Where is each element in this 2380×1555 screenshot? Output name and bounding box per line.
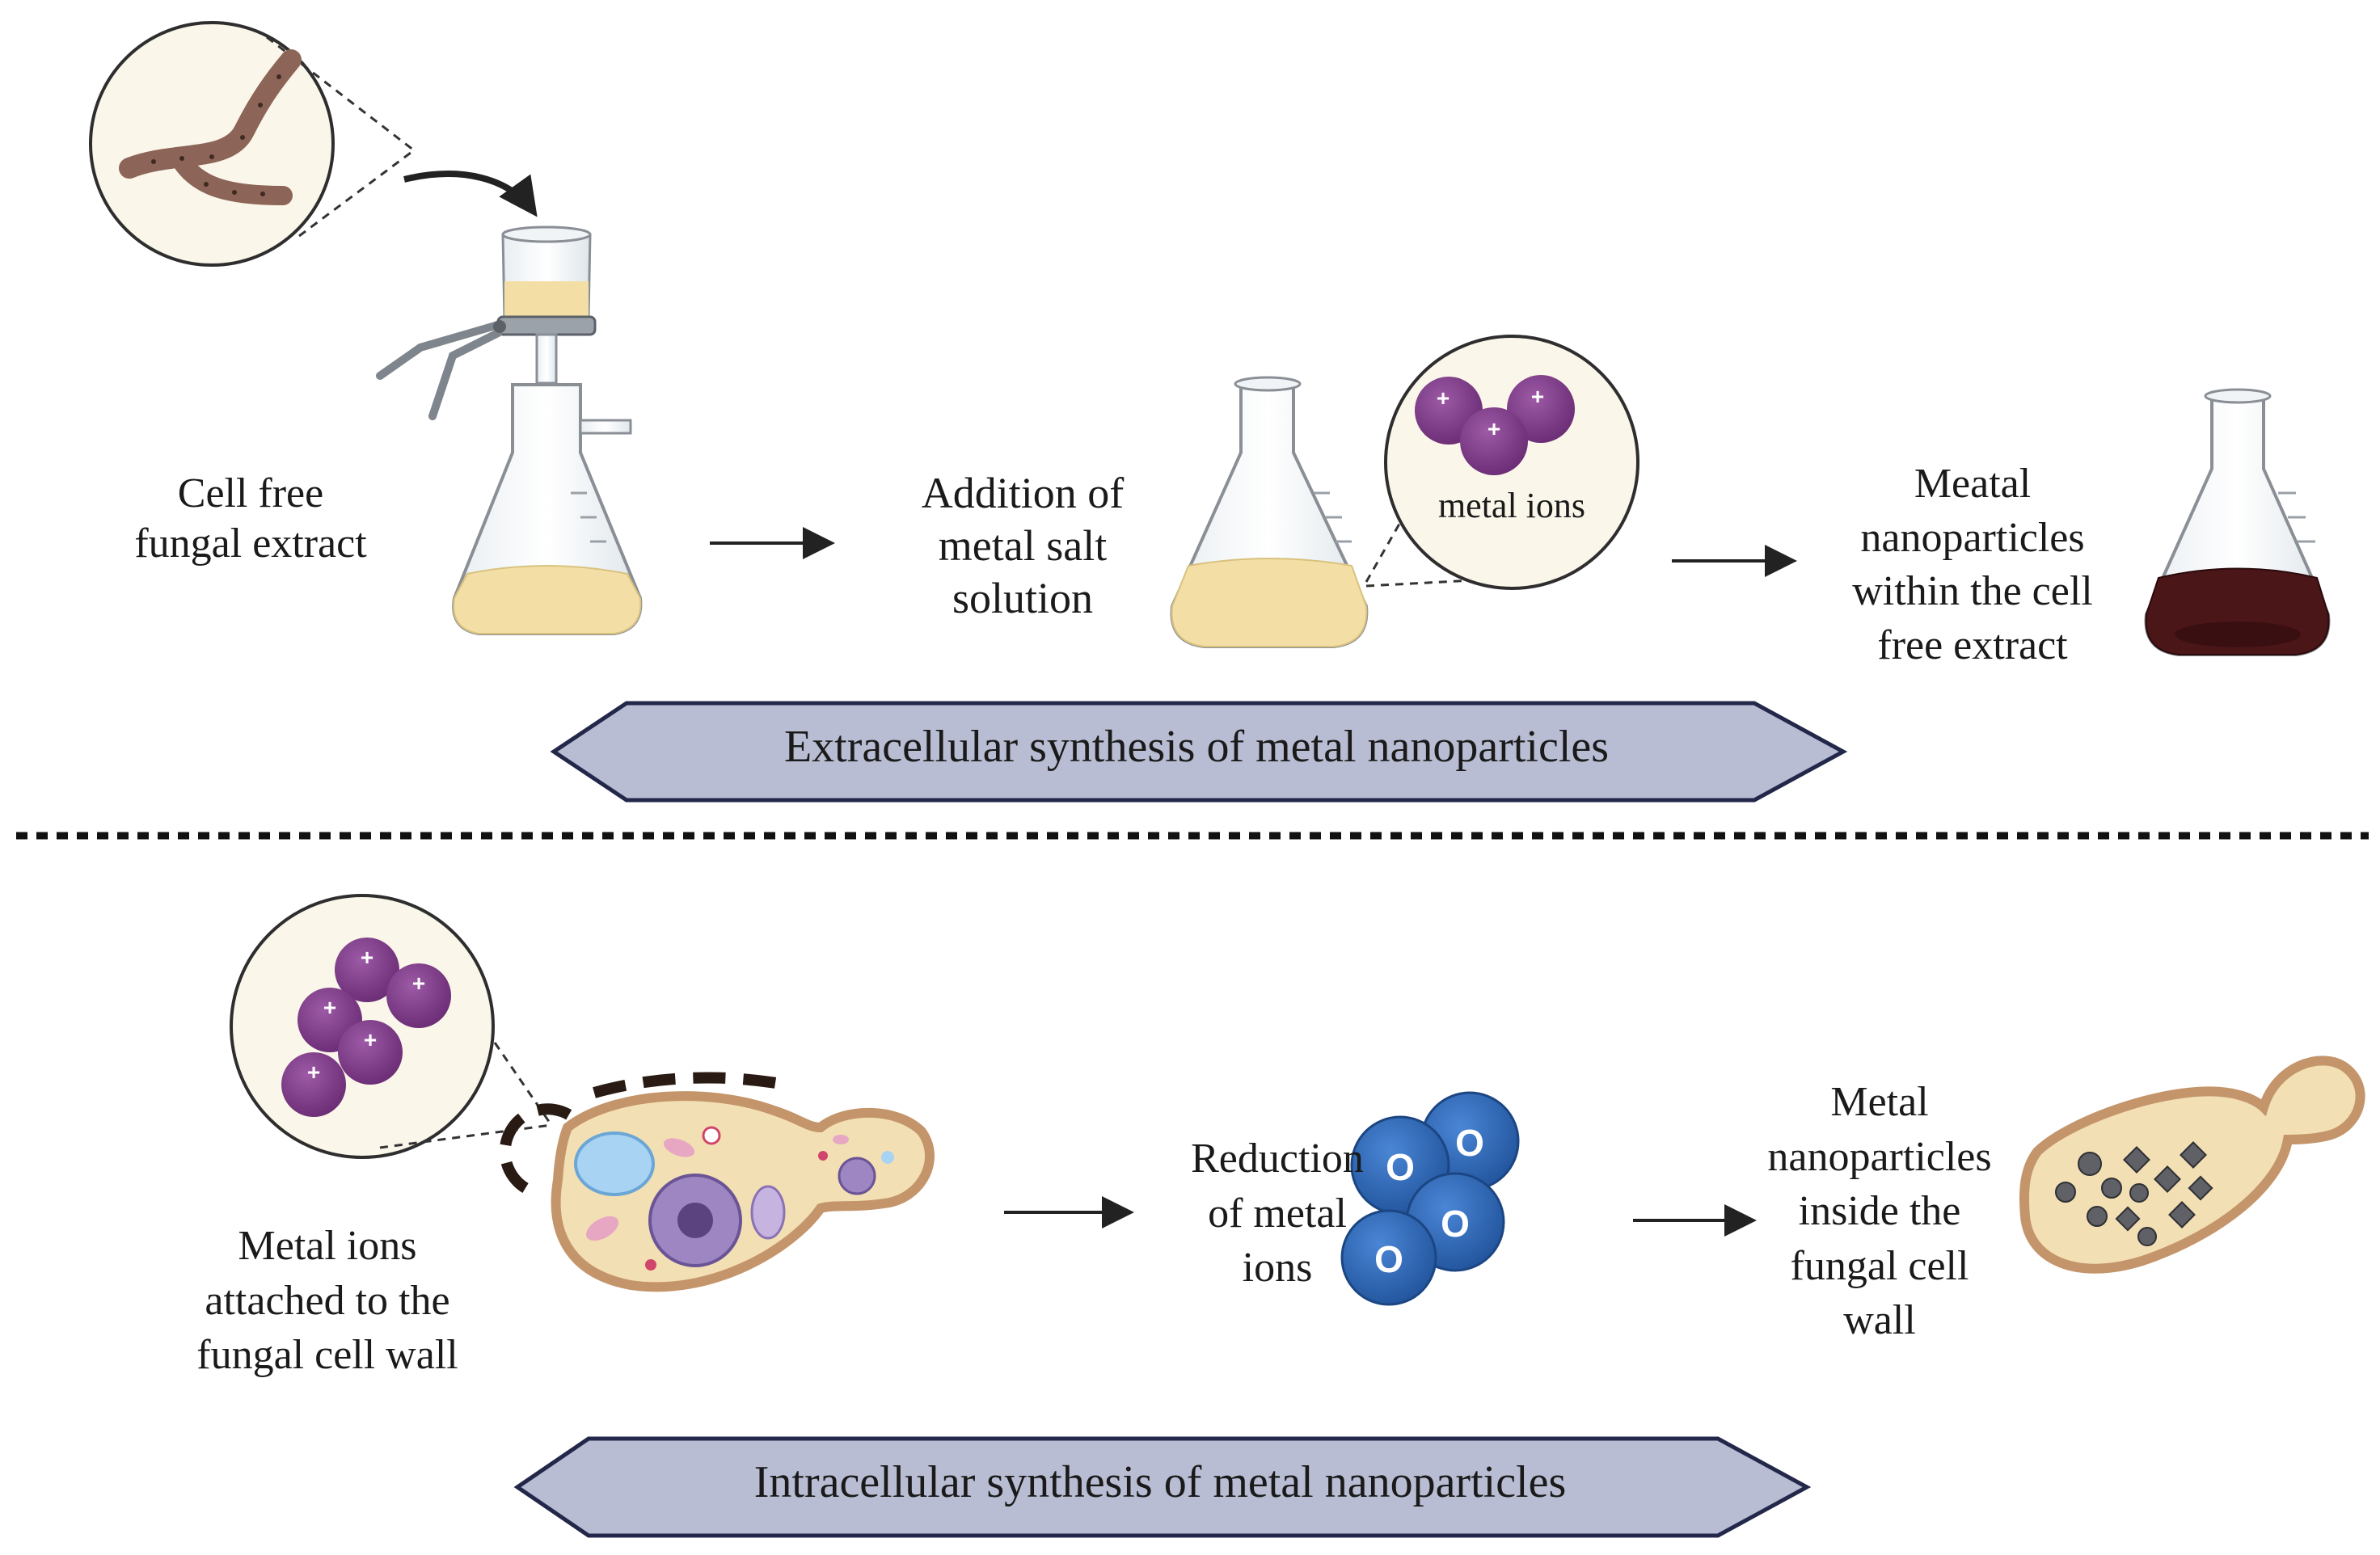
step-label-ions-attached: Metal ions attached to the fungal cell w… bbox=[196, 1223, 458, 1379]
extracellular-banner-shape bbox=[550, 701, 1848, 803]
ion-charge-label: + bbox=[412, 971, 425, 996]
hypha-zoom bbox=[89, 21, 415, 267]
step-label-reduction: Reduction of metal ions bbox=[1191, 1136, 1364, 1292]
ion-charge-label: + bbox=[1437, 386, 1450, 411]
step-label-nanoparticles-inside-wall: Metal nanoparticles inside the fungal ce… bbox=[1767, 1079, 1992, 1344]
nanoparticle-extract-flask-icon bbox=[2144, 388, 2331, 656]
ion-charge-label: + bbox=[1488, 416, 1500, 441]
intracellular-banner-shape bbox=[513, 1436, 1812, 1538]
nanoparticle-symbol: O bbox=[1374, 1238, 1403, 1280]
filtration-apparatus-icon bbox=[376, 225, 643, 635]
nanoparticle-symbol: O bbox=[1441, 1203, 1470, 1245]
nanoparticle-symbol: O bbox=[1455, 1122, 1484, 1164]
metal-ions-zoom bbox=[1365, 335, 1639, 590]
intracellular-banner-title: Intracellular synthesis of metal nanopar… bbox=[753, 1457, 1567, 1507]
attached-ions-zoom bbox=[230, 894, 553, 1159]
step-label-cell-free-extract: Cell free fungal extract bbox=[134, 470, 367, 567]
step-label-nanoparticles-in-extract: Meatal nanoparticles within the cell fre… bbox=[1852, 461, 2093, 668]
extracellular-banner-title: Extracellular synthesis of metal nanopar… bbox=[783, 722, 1610, 772]
zoom-label-metal-ions: metal ions bbox=[1437, 486, 1586, 525]
salt-solution-flask-icon bbox=[1170, 376, 1369, 648]
step-label-addition-of-salt: Addition of metal salt solution bbox=[921, 469, 1125, 622]
reduced-nanoparticles-icon bbox=[1340, 1091, 1520, 1306]
ion-charge-label: + bbox=[361, 945, 373, 970]
ion-charge-label: + bbox=[364, 1027, 377, 1052]
ion-charge-label: + bbox=[323, 995, 336, 1020]
ion-charge-label: + bbox=[307, 1060, 320, 1085]
fungal-cell-icon bbox=[499, 1072, 935, 1292]
ion-charge-label: + bbox=[1531, 384, 1544, 409]
cell-with-nanoparticles-icon bbox=[2019, 1056, 2365, 1274]
curved-arrow bbox=[403, 171, 538, 217]
nanoparticle-symbol: O bbox=[1386, 1146, 1415, 1188]
